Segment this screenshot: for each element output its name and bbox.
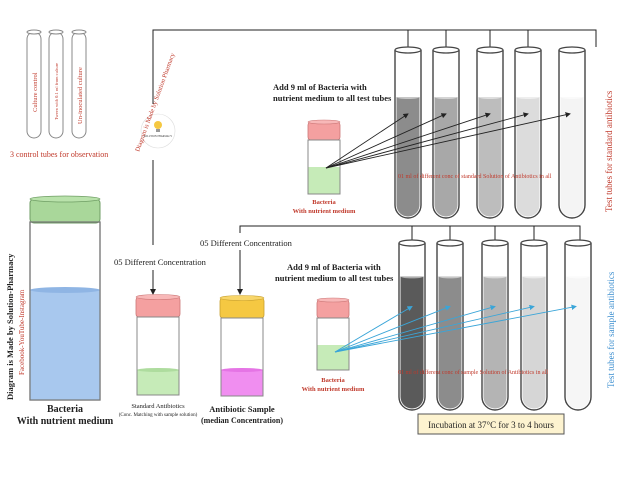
watermark-vertical-1: Diagram is Made by Solution-Pharmacy [5, 253, 15, 400]
top-jar-label-2: With nutrient medium [293, 208, 356, 215]
top-tube-note: 01 ml of different conc of standard Solu… [398, 173, 552, 180]
bottom-tube-3 [481, 239, 509, 411]
watermark-logo: Diagram is Made by Solution Pharmacy SOL… [134, 51, 177, 152]
control-tubes: Culture control Tween with 0.1 ml from c… [10, 29, 108, 159]
connector-lines [150, 29, 597, 295]
watermark-circle-center: SOLUTION PHARMACY [144, 135, 172, 138]
bottom-tube-2 [436, 239, 464, 411]
bottom-bacteria-jar [316, 297, 350, 371]
top-tube-4-liquid [516, 97, 540, 217]
top-tube-3 [476, 46, 504, 219]
bottom-tube-2-liquid [438, 276, 462, 409]
bottom-arrows [334, 304, 577, 353]
control-tubes-caption: 3 control tubes for observation [10, 150, 108, 159]
top-add-text-1: Add 9 ml of Bacteria with [273, 82, 367, 92]
top-side-label: Test tubes for standard antibiotics [604, 90, 614, 212]
bottom-side-label: Test tubes for sample antibiotics [606, 271, 616, 388]
top-arrow-5 [325, 112, 571, 169]
control-tube-1-label: Culture control [32, 72, 39, 112]
top-add-text-2: nutrient medium to all test tubes [273, 93, 392, 103]
lightbulb-icon [154, 121, 162, 129]
top-tube-2-liquid [434, 97, 458, 217]
bacteria-big-label-1: Bacteria [47, 404, 83, 415]
bottom-tube-note: 01 ml of different conc of sample Soluti… [398, 369, 548, 376]
bacteria-big-label-2: With nutrient medium [17, 416, 114, 427]
bottom-add-text-2: nutrient medium to all test tubes [275, 273, 394, 283]
top-test-tubes [394, 46, 586, 219]
bottom-tube-1-liquid [400, 276, 424, 409]
top-tube-5 [558, 46, 586, 219]
control-tube-1 [26, 29, 42, 139]
top-arrow-1 [325, 113, 409, 169]
top-tube-1-liquid [396, 97, 420, 217]
standard-jar-label-1: Standard Antibiotics [131, 403, 185, 410]
top-tube-2 [432, 46, 460, 219]
top-arrow-4 [325, 112, 529, 169]
bottom-tube-3-liquid [483, 276, 507, 409]
top-tube-1 [394, 46, 422, 219]
top-tube-3-liquid [478, 97, 502, 217]
bottom-test-tubes [398, 239, 592, 411]
top-tube-4 [514, 46, 542, 219]
bottom-add-text-1: Add 9 ml of Bacteria with [287, 262, 381, 272]
control-tube-3-label: Un-inoculated culture [77, 67, 84, 124]
control-tube-3 [71, 29, 87, 139]
control-tube-2 [48, 29, 64, 139]
control-tube-2-label: Tween with 0.1 ml from culture [54, 63, 59, 120]
standard-antibiotic-jar [135, 294, 181, 396]
concentration-right-label: 05 Different Concentration [200, 238, 293, 248]
bottom-tube-5-liquid [566, 276, 590, 409]
bottom-jar-label-1: Bacteria [321, 377, 345, 384]
antibiotic-sample-jar [219, 295, 265, 397]
standard-jar-label-2: (Conc. Matching with sample solution) [119, 413, 198, 418]
top-bacteria-jar [307, 119, 341, 195]
bottom-tube-4-liquid [522, 276, 546, 409]
top-arrows [325, 112, 571, 169]
bottom-tube-5 [564, 239, 592, 411]
sample-jar-label-2: (median Concentration) [201, 416, 283, 425]
top-tube-5-liquid [560, 97, 584, 217]
incubation-box: Incubation at 37°C for 3 to 4 hours [417, 413, 565, 435]
top-arrow-2 [325, 113, 447, 169]
bottom-arrow-5 [334, 304, 577, 353]
bottom-arrow-2 [334, 305, 451, 353]
bottom-arrow-3 [334, 305, 496, 353]
incubation-label: Incubation at 37°C for 3 to 4 hours [428, 420, 554, 430]
top-jar-label-1: Bacteria [312, 199, 336, 206]
top-arrow-3 [325, 112, 491, 169]
bottom-tube-4 [520, 239, 548, 411]
bottom-jar-label-2: With nutrient medium [302, 386, 365, 393]
bottom-arrow-1 [334, 306, 413, 353]
bottom-arrow-4 [334, 304, 535, 353]
sample-jar-label-1: Antibiotic Sample [209, 404, 275, 414]
watermark-vertical-2: Facebook-YouTube-Instagram [18, 289, 26, 375]
big-bacteria-jar [29, 195, 101, 401]
concentration-left-label: 05 Different Concentration [114, 257, 207, 267]
